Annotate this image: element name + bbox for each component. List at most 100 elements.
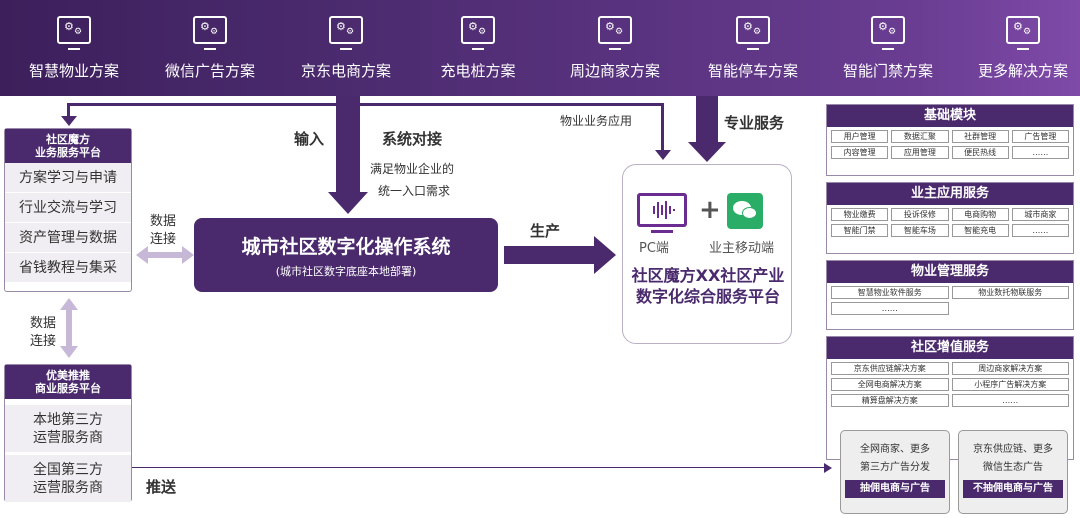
bottom-service-box: 京东供应链、更多微信生态广告不抽佣电商与广告 xyxy=(958,430,1068,514)
top-solution-item[interactable]: ⚙⚙智慧物业方案 xyxy=(6,10,142,90)
top-solution-label: 智能门禁方案 xyxy=(842,62,933,80)
commerce-item-line1: 全国第三方 xyxy=(33,461,103,478)
module-cell[interactable]: 数据汇聚 xyxy=(891,130,949,143)
data-link-h-shaft xyxy=(146,252,184,258)
monitor-gear-icon: ⚙⚙ xyxy=(57,16,91,50)
city-community-os-box: 城市社区数字化操作系统 (城市社区数字底座本地部署) xyxy=(194,218,498,292)
module-cell[interactable]: 物业数托物联服务 xyxy=(951,286,1069,299)
module-cell[interactable]: …… xyxy=(831,302,949,315)
top-solution-item[interactable]: ⚙⚙ 微信广告方案 xyxy=(142,10,278,90)
module-cell[interactable]: 智慧物业软件服务 xyxy=(831,286,949,299)
top-solution-label: 智能停车方案 xyxy=(707,62,798,80)
module-cell[interactable]: 物业缴费 xyxy=(831,208,889,221)
commerce-panel-item[interactable]: 全国第三方运营服务商 xyxy=(5,455,131,503)
top-solution-item[interactable]: ⚙⚙更多解决方案 xyxy=(955,10,1080,90)
feedback-line-horizontal xyxy=(68,103,664,106)
pro-service-arrow-shaft xyxy=(696,96,718,144)
property-app-line xyxy=(661,103,664,151)
commerce-service-platform-title: 优美推推 商业服务平台 xyxy=(5,365,131,399)
plus-icon: + xyxy=(699,195,721,225)
top-solution-item[interactable]: ⚙⚙充电桩方案 xyxy=(410,10,546,90)
pro-service-arrow-head xyxy=(688,142,726,162)
monitor-gear-icon: ⚙⚙ xyxy=(329,16,363,50)
top-solution-item[interactable]: ⚙⚙智能停车方案 xyxy=(685,10,821,90)
produce-label: 生产 xyxy=(530,222,561,240)
module-cell[interactable]: 智能门禁 xyxy=(831,224,889,237)
module-cell[interactable]: 投诉保修 xyxy=(891,208,949,221)
module-cell[interactable]: 内容管理 xyxy=(831,146,889,159)
service-module: 物业管理服务智慧物业软件服务物业数托物联服务…… xyxy=(826,260,1074,330)
bottom-service-box: 全网商家、更多第三方广告分发抽佣电商与广告 xyxy=(840,430,950,514)
left-panel-item[interactable]: 资产管理与数据 xyxy=(5,223,131,253)
top-solution-item[interactable]: ⚙⚙周边商家方案 xyxy=(547,10,683,90)
panel-title-line1: 社区魔方 xyxy=(46,133,90,146)
data-link-h-line1: 数据 xyxy=(150,214,177,229)
module-cell[interactable]: 京东供应链解决方案 xyxy=(831,362,949,375)
data-link-h-head-right xyxy=(182,246,194,264)
module-grid: 京东供应链解决方案周边商家解决方案全网电商解决方案小程序广告解决方案精算盘解决方… xyxy=(827,359,1073,410)
produce-arrow-head xyxy=(594,236,616,274)
module-cell[interactable]: 城市商家 xyxy=(1011,208,1069,221)
module-cell[interactable]: 便民热线 xyxy=(951,146,1009,159)
module-cell[interactable]: 周边商家解决方案 xyxy=(951,362,1069,375)
commerce-service-platform-panel: 优美推推 商业服务平台 本地第三方运营服务商全国第三方运营服务商 xyxy=(4,364,132,503)
data-link-v-line2: 连接 xyxy=(30,334,57,349)
top-solution-item[interactable]: ⚙⚙ 智能门禁方案 xyxy=(820,10,956,90)
module-cell[interactable]: 广告管理 xyxy=(1011,130,1069,143)
left-panel-item[interactable]: 行业交流与学习 xyxy=(5,193,131,223)
commerce-panel-item[interactable]: 本地第三方运营服务商 xyxy=(5,405,131,453)
property-app-arrow-head xyxy=(655,150,671,160)
top-solution-label: 充电桩方案 xyxy=(440,62,516,80)
module-cell[interactable]: 全网电商解决方案 xyxy=(831,378,949,391)
platform-title: 社区魔方XX社区产业数字化综合服务平台 xyxy=(631,266,785,306)
top-solution-item[interactable]: ⚙⚙ 京东电商方案 xyxy=(278,10,414,90)
module-cell[interactable]: …… xyxy=(1011,146,1069,159)
module-cell[interactable]: 应用管理 xyxy=(891,146,949,159)
panel-title-line1: 优美推推 xyxy=(46,369,90,382)
module-cell[interactable]: 社群管理 xyxy=(951,130,1009,143)
service-module: 业主应用服务物业缴费投诉保修电商购物城市商家智能门禁智能车场智能充电…… xyxy=(826,182,1074,254)
module-grid: 物业缴费投诉保修电商购物城市商家智能门禁智能车场智能充电…… xyxy=(827,205,1073,240)
push-arrow-head xyxy=(824,463,832,473)
top-solution-label: 京东电商方案 xyxy=(300,62,391,80)
module-cell[interactable]: 用户管理 xyxy=(831,130,889,143)
feedback-arrow-head xyxy=(61,116,77,126)
community-business-platform-title: 社区魔方 业务服务平台 xyxy=(5,129,131,163)
monitor-gear-icon: ⚙⚙ xyxy=(598,16,632,50)
left-panel-item[interactable]: 省钱教程与集采 xyxy=(5,253,131,283)
module-cell[interactable]: 电商购物 xyxy=(951,208,1009,221)
commerce-item-line2: 运营服务商 xyxy=(33,479,103,496)
os-title: 城市社区数字化操作系统 xyxy=(241,236,451,258)
monitor-gear-icon: ⚙⚙ xyxy=(871,16,905,50)
monitor-gear-icon: ⚙⚙ xyxy=(193,16,227,50)
mobile-label: 业主移动端 xyxy=(709,241,775,256)
push-label: 推送 xyxy=(146,478,177,496)
bottom-box-strong: 抽佣电商与广告 xyxy=(845,480,945,498)
data-link-v-head-down xyxy=(60,346,78,358)
pc-monitor-icon xyxy=(637,193,687,227)
module-cell[interactable]: …… xyxy=(951,394,1069,407)
module-grid: 智慧物业软件服务物业数托物联服务…… xyxy=(827,283,1073,318)
service-module: 基础模块用户管理数据汇聚社群管理广告管理内容管理应用管理便民热线…… xyxy=(826,104,1074,176)
top-solution-label: 微信广告方案 xyxy=(164,62,255,80)
data-link-h-line2: 连接 xyxy=(150,232,177,247)
module-cell[interactable]: 小程序广告解决方案 xyxy=(951,378,1069,391)
property-app-label: 物业业务应用 xyxy=(560,114,633,128)
bottom-box-line1: 全网商家、更多 xyxy=(860,444,930,455)
module-title: 基础模块 xyxy=(827,105,1073,127)
module-cell[interactable]: 智能充电 xyxy=(951,224,1009,237)
data-link-v-shaft xyxy=(66,308,72,348)
module-cell[interactable]: 智能车场 xyxy=(891,224,949,237)
commerce-item-line2: 运营服务商 xyxy=(33,429,103,446)
bottom-box-line1: 京东供应链、更多 xyxy=(973,444,1053,455)
pro-service-label: 专业服务 xyxy=(724,114,785,132)
module-title: 社区增值服务 xyxy=(827,337,1073,359)
feedback-line-vertical-left xyxy=(67,103,70,117)
panel-title-line2: 业务服务平台 xyxy=(35,146,101,159)
module-title: 物业管理服务 xyxy=(827,261,1073,283)
left-panel-item[interactable]: 方案学习与申请 xyxy=(5,163,131,193)
module-cell[interactable]: …… xyxy=(1011,224,1069,237)
commerce-item-line1: 本地第三方 xyxy=(33,411,103,428)
input-arrow-shaft xyxy=(336,96,360,194)
module-cell[interactable]: 精算盘解决方案 xyxy=(831,394,949,407)
